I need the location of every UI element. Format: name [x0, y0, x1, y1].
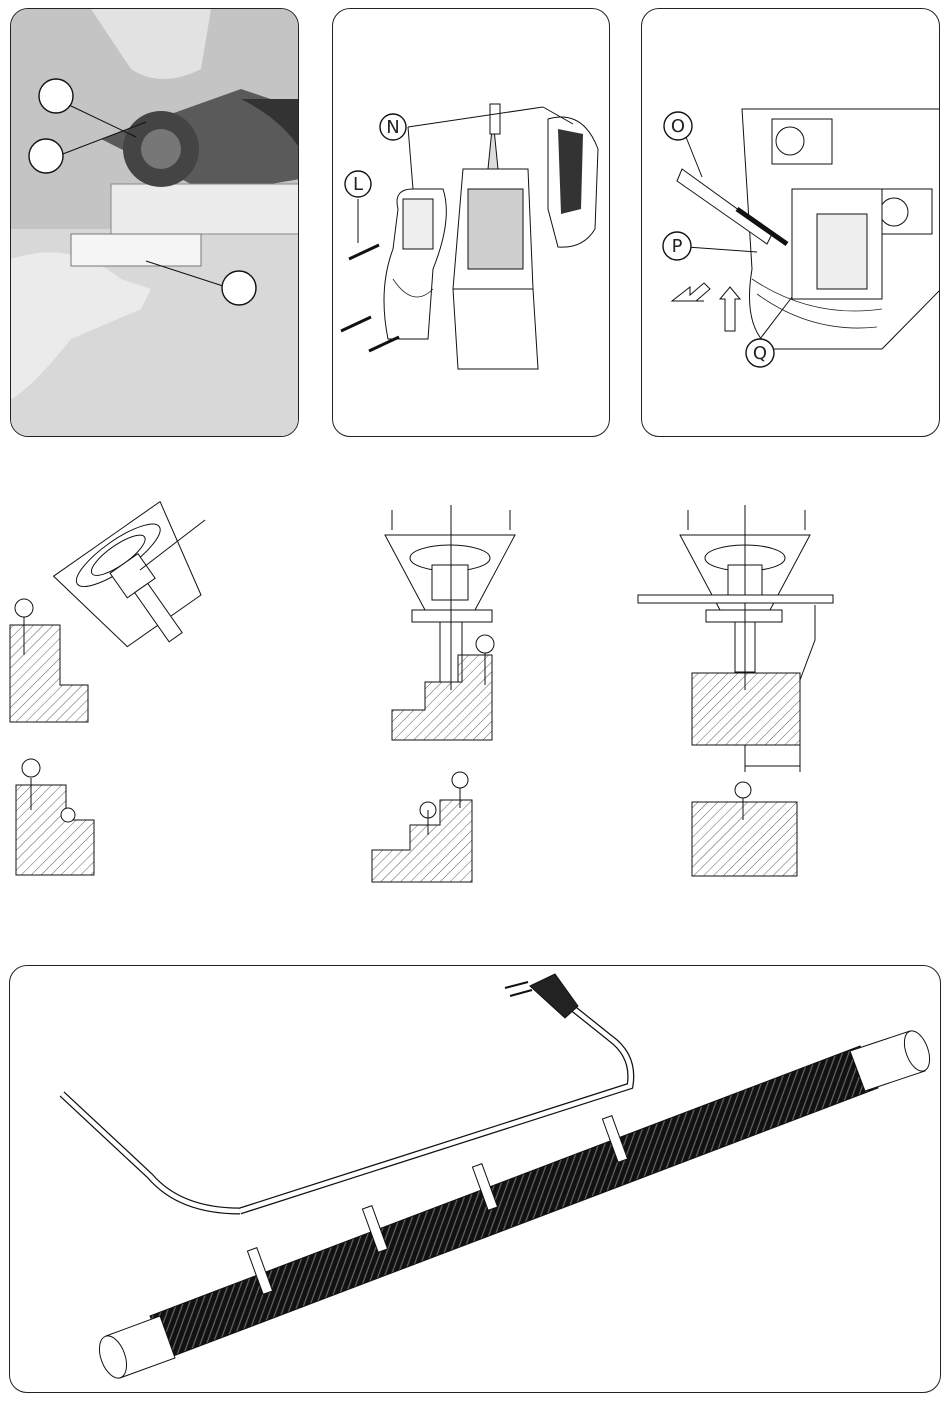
label-o: O [671, 116, 685, 137]
detail-panel: O P Q [641, 8, 940, 437]
diagram-vertical-step [385, 505, 515, 740]
profile-b [372, 772, 472, 882]
diagram-edge-guide [638, 505, 833, 772]
label-q: Q [753, 343, 767, 364]
arrow-up-icon [720, 287, 740, 331]
hose-panel [9, 965, 941, 1393]
diagram-tilted-router [10, 502, 229, 722]
callout-circle-3 [222, 271, 256, 305]
callout-circle-1 [39, 79, 73, 113]
callout-circle-2 [29, 139, 63, 173]
label-n: N [386, 117, 399, 138]
exploded-view-illustration: N L [333, 9, 610, 437]
exploded-view-panel: N L [332, 8, 610, 437]
hose-illustration [10, 966, 941, 1393]
routing-diagrams [0, 490, 950, 910]
profile-c [692, 782, 797, 876]
arrow-left-icon [672, 283, 710, 301]
profile-a [16, 759, 94, 875]
detail-illustration: O P Q [642, 9, 940, 437]
photo-panel [10, 8, 299, 437]
photo-callouts [11, 9, 299, 437]
label-p: P [672, 236, 683, 257]
label-l: L [353, 174, 363, 195]
